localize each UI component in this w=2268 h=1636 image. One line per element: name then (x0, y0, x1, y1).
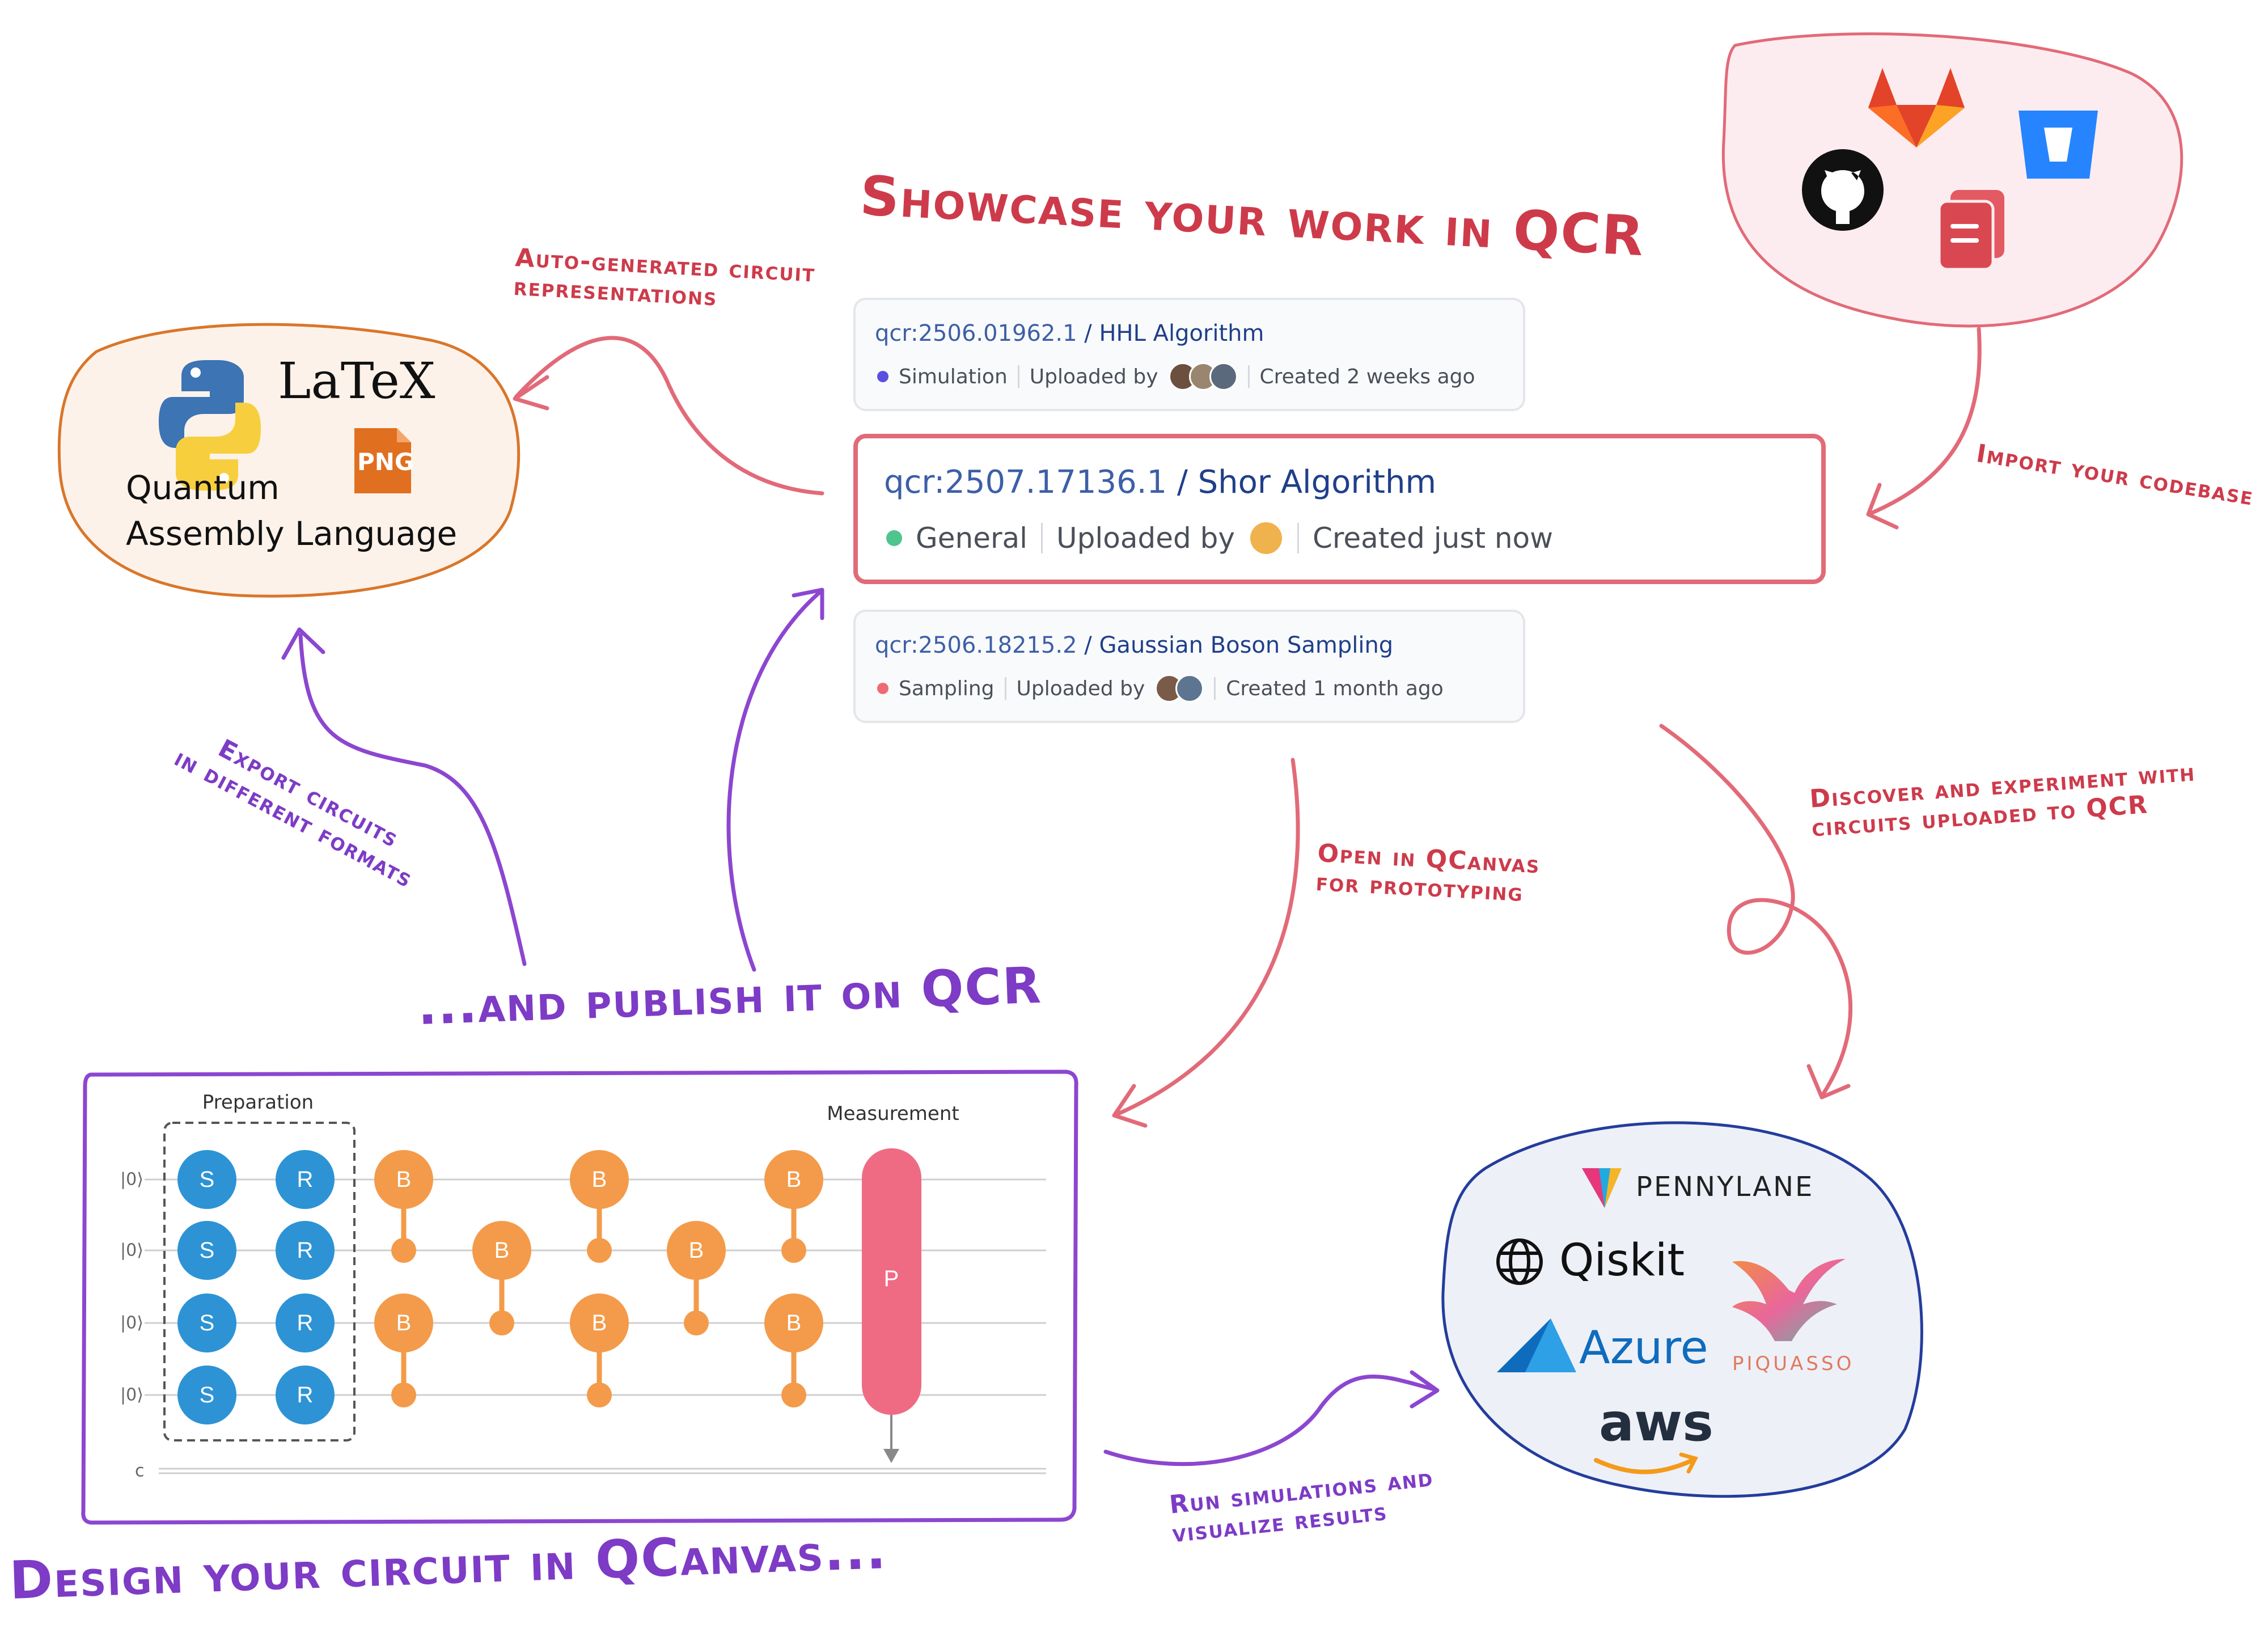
arrow-publish (726, 590, 822, 972)
uploaded-by-label: Uploaded by (1016, 677, 1145, 700)
card-id: qcr:2507.17136.1 (884, 464, 1167, 501)
b-gate-4: B (592, 1167, 607, 1192)
arrow-import (1869, 327, 1982, 515)
p-measure-gate: P (884, 1266, 899, 1291)
b-gate-5: B (592, 1311, 607, 1335)
card-title[interactable]: qcr:2507.17136.1 / Shor Algorithm (884, 464, 1436, 501)
s-gate-3: S (200, 1383, 215, 1407)
aws-label: aws (1599, 1392, 1713, 1453)
bitbucket-icon (2019, 111, 2098, 179)
avatar (1175, 674, 1204, 703)
r-gate-0: R (297, 1167, 314, 1192)
avatar (1248, 521, 1284, 556)
b-gate-2: B (396, 1311, 412, 1335)
arrow-export (298, 633, 527, 966)
frameworks-blob (1441, 1121, 1923, 1498)
arrow-open (1115, 758, 1300, 1117)
category-dot (877, 683, 888, 694)
card-category: Sampling (899, 677, 995, 700)
r-gate-1: R (297, 1238, 314, 1263)
card-meta: General Uploaded by Created just now (886, 521, 1553, 556)
card-created: Created 1 month ago (1226, 677, 1444, 700)
azure-label: Azure (1579, 1321, 1708, 1374)
png-label: PNG (357, 448, 414, 476)
b-gate-6: B (689, 1238, 704, 1263)
card-title[interactable]: qcr:2506.01962.1 / HHL Algorithm (875, 320, 1264, 346)
uploaded-by-label: Uploaded by (1029, 365, 1158, 388)
card-meta: Sampling Uploaded by Created 1 month ago (877, 674, 1444, 703)
quantum-circuit: |0⟩ |0⟩ |0⟩ |0⟩ c Preparation Measuremen… (120, 1091, 1046, 1481)
card-category: General (916, 522, 1028, 555)
s-gate-0: S (200, 1167, 215, 1192)
open-in-qcanvas-label: Open in QCanvas for prototyping (1315, 839, 1541, 907)
qcr-card-gbs[interactable]: qcr:2506.18215.2 / Gaussian Boson Sampli… (853, 610, 1525, 723)
preparation-box (163, 1122, 356, 1441)
b-gate-1: B (396, 1167, 412, 1192)
piquasso-label: PIQUASSO (1732, 1352, 1855, 1375)
arrow-run-head (1410, 1370, 1440, 1409)
qubit-label-3: |0⟩ (120, 1385, 143, 1405)
qasm-label: Quantum Assembly Language (126, 468, 458, 553)
card-created: Created 2 weeks ago (1259, 365, 1475, 388)
aws-smile-icon (1594, 1458, 1695, 1474)
r-gate-3: R (297, 1383, 314, 1407)
uploaded-by-label: Uploaded by (1056, 522, 1235, 555)
card-meta: Simulation Uploaded by Created 2 weeks a… (877, 362, 1475, 391)
b-gate-7: B (786, 1167, 802, 1192)
avatar-group (1155, 674, 1204, 703)
avatar-group (1168, 362, 1238, 391)
latex-logo: LaTeX (278, 352, 435, 410)
s-gate-1: S (200, 1238, 215, 1263)
card-title[interactable]: qcr:2506.18215.2 / Gaussian Boson Sampli… (875, 632, 1394, 658)
card-name: HHL Algorithm (1099, 320, 1264, 346)
formats-blob (57, 323, 521, 598)
python-icon (159, 360, 261, 491)
qubit-label-1: |0⟩ (120, 1241, 143, 1261)
azure-icon (1497, 1318, 1576, 1372)
arrow-run (1103, 1375, 1437, 1466)
card-id: qcr:2506.18215.2 (875, 632, 1077, 658)
category-dot (886, 530, 902, 546)
r-gate-2: R (297, 1311, 314, 1335)
arrow-export-head (281, 627, 325, 660)
qubit-label-2: |0⟩ (120, 1313, 143, 1333)
avatar (1209, 362, 1238, 391)
arrow-discover-head (1806, 1064, 1851, 1100)
arrow-publish-head (792, 587, 824, 620)
card-category: Simulation (899, 365, 1008, 388)
qiskit-icon (1496, 1238, 1543, 1285)
b-gate-3: B (494, 1238, 510, 1263)
pennylane-label: PENNYLANE (1636, 1171, 1814, 1203)
qubit-label-0: |0⟩ (120, 1170, 143, 1190)
repos-blob (1721, 32, 2184, 328)
qcr-card-shor[interactable]: qcr:2507.17136.1 / Shor Algorithm Genera… (853, 434, 1826, 584)
qiskit-label: Qiskit (1559, 1235, 1685, 1286)
arrow-open-head (1112, 1084, 1148, 1128)
arrow-auto-generated (514, 336, 824, 496)
documents-icon (1937, 190, 2004, 271)
qcr-card-hhl[interactable]: qcr:2506.01962.1 / HHL Algorithm Simulat… (853, 298, 1525, 411)
arrow-import-head (1866, 483, 1899, 530)
card-name: Gaussian Boson Sampling (1099, 632, 1394, 658)
measurement-label: Measurement (827, 1102, 959, 1125)
s-gate-2: S (200, 1311, 215, 1335)
circuit-frame (81, 1069, 1078, 1525)
github-icon (1802, 149, 1884, 231)
piquasso-icon (1732, 1259, 1846, 1341)
pennylane-icon (1582, 1168, 1622, 1208)
gitlab-icon (1868, 68, 1965, 147)
arrow-discover (1659, 724, 1853, 1097)
card-name: Shor Algorithm (1198, 464, 1436, 501)
classical-label: c (135, 1461, 145, 1481)
b-gate-8: B (786, 1311, 802, 1335)
png-file-icon (354, 428, 411, 493)
category-dot (877, 371, 888, 382)
arrow-auto-generated-head (513, 375, 549, 411)
preparation-label: Preparation (202, 1091, 314, 1114)
card-id: qcr:2506.01962.1 (875, 320, 1077, 346)
card-created: Created just now (1312, 522, 1554, 555)
